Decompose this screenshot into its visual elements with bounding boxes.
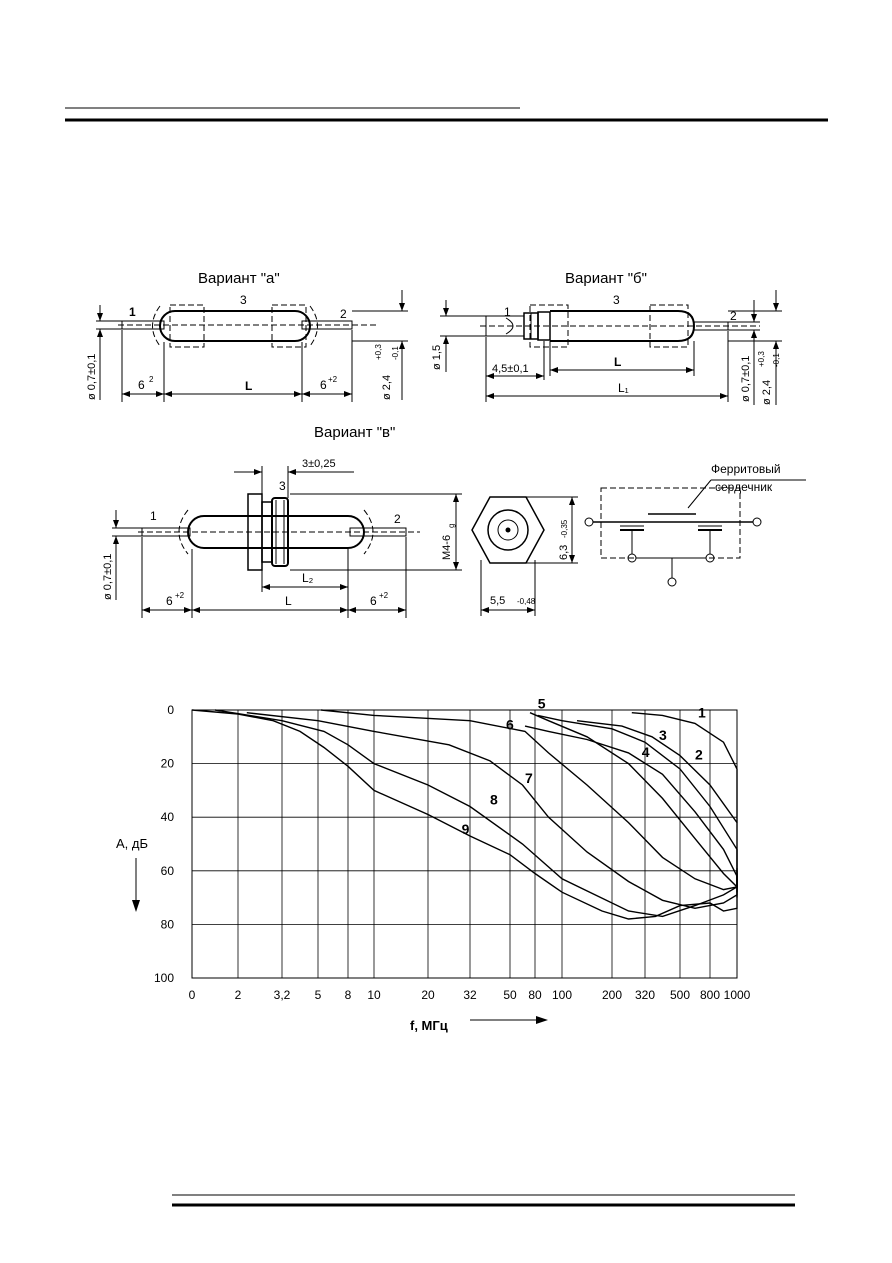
chart-y-ticks: 0 20 40 60 80 100 <box>154 703 174 985</box>
chart-x-tick-label: 20 <box>421 988 435 1002</box>
variant-a-lead2-label: 2 <box>340 307 347 321</box>
variant-a-lead1-label: 1 <box>129 305 136 319</box>
variant-c-left-length-sup: +2 <box>175 591 185 600</box>
variant-a-right-length-sup: +2 <box>328 375 338 384</box>
chart-x-tick-label: 32 <box>463 988 477 1002</box>
variant-c-right-length: 6 <box>370 594 377 608</box>
variant-a-body-tol-dn: -0,1 <box>391 346 400 360</box>
chart-x-label: f, МГц <box>410 1018 448 1033</box>
variant-b-lead-diameter: ø 0,7±0,1 <box>740 356 752 402</box>
variant-c-body-length2: L₂ <box>302 571 314 585</box>
hex-nut-view: 6,3 -0,35 5,5 -0,48 <box>471 496 578 616</box>
chart-y-tick-label: 100 <box>154 971 174 985</box>
chart-series-label-6: 6 <box>506 716 514 732</box>
chart-x-tick-label: 200 <box>602 988 622 1002</box>
hex-width: 5,5 <box>490 595 505 607</box>
variant-c-thread-sub: g <box>447 524 456 528</box>
chart-x-tick-label: 2 <box>235 988 242 1002</box>
chart-x-tick-label: 3,2 <box>274 988 291 1002</box>
chart-x-tick-label: 0 <box>189 988 196 1002</box>
chart-x-tick-label: 50 <box>503 988 517 1002</box>
schematic-label-line1: Ферритовый <box>711 462 781 476</box>
hex-width-tol: -0,48 <box>517 597 536 606</box>
chart-series-label-3: 3 <box>659 727 667 743</box>
chart-x-tick-label: 500 <box>670 988 690 1002</box>
chart-series-line-7 <box>246 712 738 910</box>
variant-c-left-length: 6 <box>166 594 173 608</box>
chart-x-ticks: 0 2 3,2 5 8 10 20 32 50 80 100 200 320 500 800 1000 <box>189 988 751 1002</box>
chart-series-line-5 <box>529 712 738 889</box>
chart-x-tick-label: 8 <box>345 988 352 1002</box>
chart-y-tick-label: 60 <box>161 864 175 878</box>
chart-series-line-6 <box>320 709 738 891</box>
variant-c-lead1-label: 1 <box>150 509 157 523</box>
equivalent-circuit: Ферритовый сердечник <box>584 462 806 587</box>
variant-c-right-length-sup: +2 <box>379 591 389 600</box>
variant-b-total-length: L₁ <box>618 381 629 395</box>
chart-x-tick-label: 1000 <box>724 988 751 1002</box>
chart-series-label-1: 1 <box>698 704 706 720</box>
variant-a-glass-body <box>159 310 311 342</box>
chart-x-tick-label: 320 <box>635 988 655 1002</box>
variant-b-body-tol-up: +0,3 <box>757 351 766 367</box>
chart-y-label: А, дБ <box>116 836 148 851</box>
variant-a-body-diameter: ø 2,4 <box>381 375 393 400</box>
chart-series-label-7: 7 <box>525 770 533 786</box>
variant-b-head-diameter: ø 1,5 <box>431 345 443 370</box>
variant-b-body-length: L <box>614 355 621 369</box>
chart-series-line-4 <box>524 725 738 898</box>
chart-x-tick-label: 80 <box>528 988 542 1002</box>
chart-x-tick-label: 800 <box>700 988 720 1002</box>
variant-c-body-length: L <box>285 594 292 608</box>
chart-series-label-4: 4 <box>642 744 650 760</box>
variant-b-title: Вариант "б" <box>565 270 647 287</box>
variant-a-left-length-sup: 2 <box>149 375 154 384</box>
chart-series: 1 2 34 5 6 7 8 9 <box>191 696 738 920</box>
variant-c-body-label: 3 <box>279 479 286 493</box>
variant-b-body-tol-dn: -0,1 <box>772 353 781 367</box>
variant-b-lead2-label: 2 <box>730 309 737 323</box>
hex-across-flats-tol: -0,35 <box>560 519 569 538</box>
variant-c-title: Вариант "в" <box>314 424 395 441</box>
variant-b-head-length: 4,5±0,1 <box>492 363 529 375</box>
chart-grid <box>192 710 737 978</box>
variant-c-lead-diameter: ø 0,7±0,1 <box>102 554 114 600</box>
chart-x-tick-label: 5 <box>315 988 322 1002</box>
chart-y-tick-label: 80 <box>161 917 175 931</box>
chart-series-label-5: 5 <box>538 696 546 712</box>
chart-series-label-8: 8 <box>490 792 498 808</box>
chart-series-label-9: 9 <box>462 821 470 837</box>
schematic-label-line2: сердечник <box>715 480 773 494</box>
chart-series-line-1 <box>631 712 738 823</box>
chart-x-tick-label: 10 <box>367 988 381 1002</box>
variant-a-left-length: 6 <box>138 378 145 392</box>
variant-b-drawing: Вариант "б" 1 3 2 ø 1,5 ø 0,7±0,1 ø 2,4 … <box>431 270 782 405</box>
variant-a-body-tol-up: +0,3 <box>374 344 383 360</box>
chart-series-line-3 <box>537 714 738 893</box>
variant-a-drawing: Вариант "а" 1 3 2 ø 0,7±0,1 ø 2,4 +0,3 -… <box>86 270 408 402</box>
variant-b-lead1-label: 1 <box>504 305 511 319</box>
chart-series-line-9 <box>191 709 738 920</box>
variant-b-body-diameter: ø 2,4 <box>761 380 773 405</box>
chart-series-label-2: 2 <box>695 747 703 763</box>
variant-c-nut-width: 3±0,25 <box>302 458 336 470</box>
chart-y-tick-label: 40 <box>161 810 175 824</box>
variant-c-thread: М4-6 <box>441 535 453 560</box>
hex-across-flats: 6,3 <box>558 545 570 560</box>
chart-y-tick-label: 20 <box>161 757 175 771</box>
variant-a-lead-diameter: ø 0,7±0,1 <box>86 354 98 400</box>
variant-a-title: Вариант "а" <box>198 270 280 287</box>
chart-y-tick-label: 0 <box>167 703 174 717</box>
variant-a-right-length: 6 <box>320 378 327 392</box>
variant-c-drawing: Вариант "в" 1 3 2 3±0,25 М4-6 g <box>102 424 462 618</box>
chart-x-tick-label: 100 <box>552 988 572 1002</box>
variant-a-body-length: L <box>245 379 252 393</box>
variant-a-body-label: 3 <box>240 293 247 307</box>
chart-series-line-8 <box>214 709 738 918</box>
variant-b-body-label: 3 <box>613 293 620 307</box>
variant-c-lead2-label: 2 <box>394 512 401 526</box>
